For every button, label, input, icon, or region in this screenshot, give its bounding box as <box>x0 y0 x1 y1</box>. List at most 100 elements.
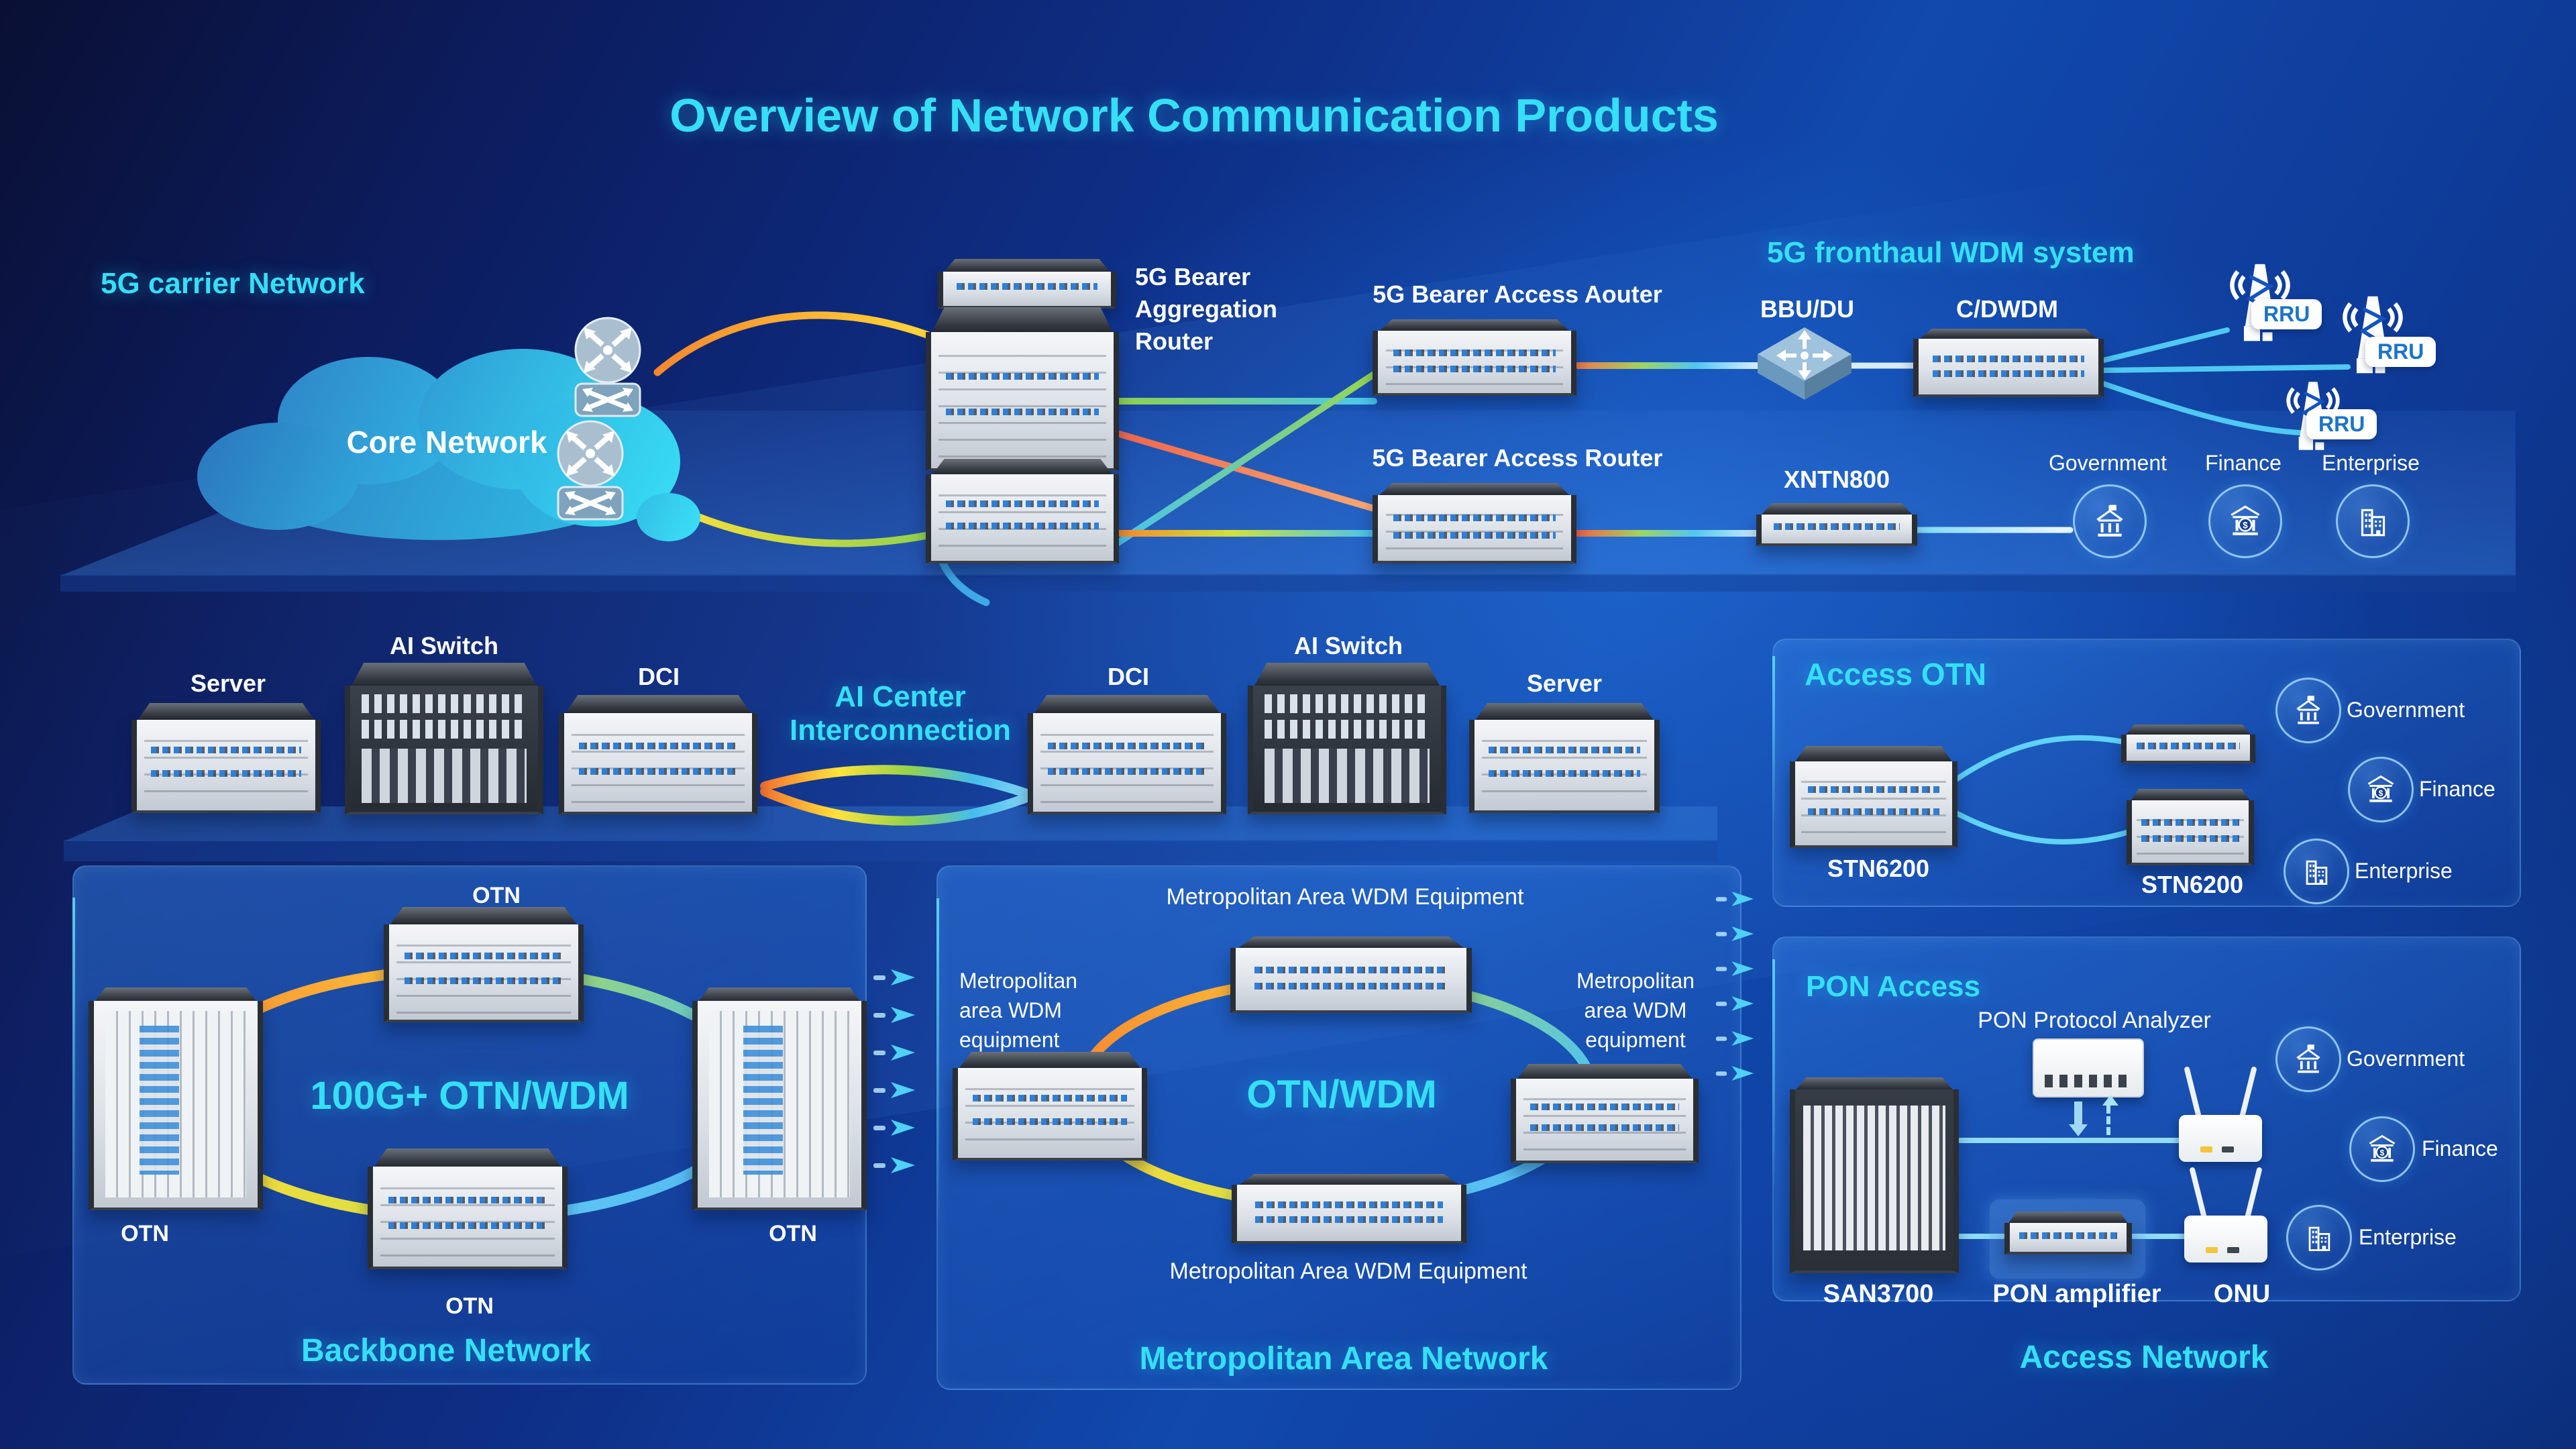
enterprise-icon <box>2336 484 2410 558</box>
metro-wdm-bottom-device <box>1232 1174 1466 1244</box>
pon-protocol-analyzer-device <box>2033 1038 2144 1097</box>
backbone-otn-left-label: OTN <box>121 1221 169 1246</box>
metro-wdm-top-device <box>1230 936 1472 1013</box>
page-title: Overview of Network Communication Produc… <box>669 89 1719 142</box>
pon-access-title: PON Access <box>1806 970 1981 1003</box>
metro-eq-top-label: Metropolitan Area WDM Equipment <box>1166 884 1524 910</box>
finance-icon: $ <box>2208 484 2282 558</box>
backbone-otn-right-label: OTN <box>769 1221 817 1246</box>
fronthaul-title: 5G fronthaul WDM system <box>1767 236 2135 269</box>
cdwdm-device <box>1913 329 2104 397</box>
metro-wdm-left-device <box>953 1052 1147 1161</box>
stn6200-bottom-label: STN6200 <box>2141 871 2244 898</box>
pon-amplifier-label: PON amplifier <box>1992 1280 2161 1308</box>
bbu-label: BBU/DU <box>1760 295 1854 323</box>
sector-label-finance: Finance <box>2205 451 2282 475</box>
top-floor-edge <box>60 574 2516 592</box>
core-router-icon <box>557 420 624 521</box>
flow-arrow-icon <box>1715 926 1754 941</box>
flow-arrow-icon <box>1715 961 1754 976</box>
san3700-label: SAN3700 <box>1823 1280 1934 1308</box>
dci-right-device <box>1028 695 1226 814</box>
carrier-network-title: 5G carrier Network <box>101 267 365 300</box>
svg-text:$: $ <box>2380 1148 2385 1157</box>
backbone-caption: Backbone Network <box>301 1333 592 1368</box>
analyzer-down-arrow-icon <box>2069 1102 2088 1136</box>
cell-tower-icon <box>2230 264 2290 341</box>
bbu-switch-icon <box>1758 327 1851 400</box>
sector-label-government: Government <box>2048 451 2167 475</box>
government-icon <box>2073 484 2147 558</box>
server-left-device <box>131 703 321 813</box>
metro-caption: Metropolitan Area Network <box>1139 1341 1548 1377</box>
pon-amplifier-device <box>2004 1212 2132 1254</box>
server-right-device <box>1469 703 1660 813</box>
access-network-caption: Access Network <box>2019 1340 2269 1375</box>
flow-arrow-icon <box>873 1082 915 1098</box>
onu-label: ONU <box>2213 1280 2271 1308</box>
pon-analyzer-label: PON Protocol Analyzer <box>1978 1008 2211 1033</box>
government-icon <box>2275 1026 2341 1092</box>
access-router-top-label: 5G Bearer Access Aouter <box>1373 280 1662 308</box>
flow-arrow-icon <box>1715 1066 1754 1081</box>
backbone-center-label: 100G+ OTN/WDM <box>310 1074 629 1118</box>
svg-text:$: $ <box>2379 788 2383 798</box>
flow-arrow-icon <box>873 1044 915 1061</box>
rru-badge: RRU <box>2365 337 2436 367</box>
access-router-bottom-label: 5G Bearer Access Router <box>1372 444 1663 472</box>
access-router-top <box>1373 319 1576 396</box>
ai-center-label-line2: Interconnection <box>789 714 1012 747</box>
aggregation-router-chassis-2 <box>926 459 1119 564</box>
xntn-device <box>1756 503 1917 546</box>
middle-floor-edge <box>64 840 1717 861</box>
server-right-label: Server <box>1526 669 1603 697</box>
rru-badge: RRU <box>2251 299 2322 329</box>
xntn-label: XNTN800 <box>1783 466 1890 493</box>
sector-label-enterprise: Enterprise <box>2322 451 2420 475</box>
enterprise-icon <box>2286 1205 2352 1271</box>
cdwdm-label: C/DWDM <box>1956 295 2058 323</box>
pon-sector-enterprise: Enterprise <box>2359 1225 2457 1249</box>
government-icon <box>2275 678 2341 743</box>
metro-eq-bottom-label: Metropolitan Area WDM Equipment <box>1169 1258 1527 1284</box>
backbone-otn-top-device <box>384 907 584 1022</box>
aggregation-router-label-line2: Aggregation <box>1135 295 1277 323</box>
flow-arrow-icon <box>873 1120 915 1136</box>
flow-arrow-icon <box>1715 892 1754 906</box>
access-router-bottom <box>1373 483 1576 564</box>
aggregation-router-chassis <box>926 307 1119 471</box>
aggregation-router-top-unit <box>938 259 1116 309</box>
onu-device <box>2184 1167 2267 1263</box>
flow-arrow-icon <box>1715 996 1754 1011</box>
server-left-label: Server <box>190 669 266 697</box>
backbone-otn-bottom-label: OTN <box>445 1293 494 1319</box>
metro-wdm-right-device <box>1511 1064 1699 1163</box>
finance-icon: $ <box>2348 757 2414 822</box>
otn-cpe-device <box>2121 724 2255 763</box>
dci-left-device <box>559 695 757 814</box>
otn-sector-finance: Finance <box>2419 777 2496 801</box>
flow-arrow-icon <box>873 1007 915 1023</box>
ai-switch-right-label: AI Switch <box>1293 632 1403 659</box>
ai-center-label-line1: AI Center <box>835 680 966 713</box>
otn-sector-enterprise: Enterprise <box>2355 859 2453 883</box>
san3700-device <box>1790 1077 1959 1273</box>
ai-switch-left-device <box>345 663 543 814</box>
svg-text:$: $ <box>2243 520 2248 530</box>
stn6200-left-label: STN6200 <box>1827 855 1930 882</box>
stn6200-left-device <box>1790 746 1957 848</box>
dci-left-label: DCI <box>638 663 680 690</box>
flow-arrow-icon <box>873 1157 915 1173</box>
flow-arrow-icon <box>1715 1031 1754 1046</box>
flow-arrow-icon <box>873 969 915 985</box>
ai-switch-left-label: AI Switch <box>389 632 499 659</box>
pon-sector-government: Government <box>2347 1046 2465 1071</box>
aggregation-router-label-line1: 5G Bearer <box>1135 263 1251 290</box>
ai-switch-right-device <box>1248 663 1446 814</box>
rru-badge: RRU <box>2306 409 2377 439</box>
core-network-label: Core Network <box>346 425 547 460</box>
backbone-otn-top-label: OTN <box>472 883 521 908</box>
